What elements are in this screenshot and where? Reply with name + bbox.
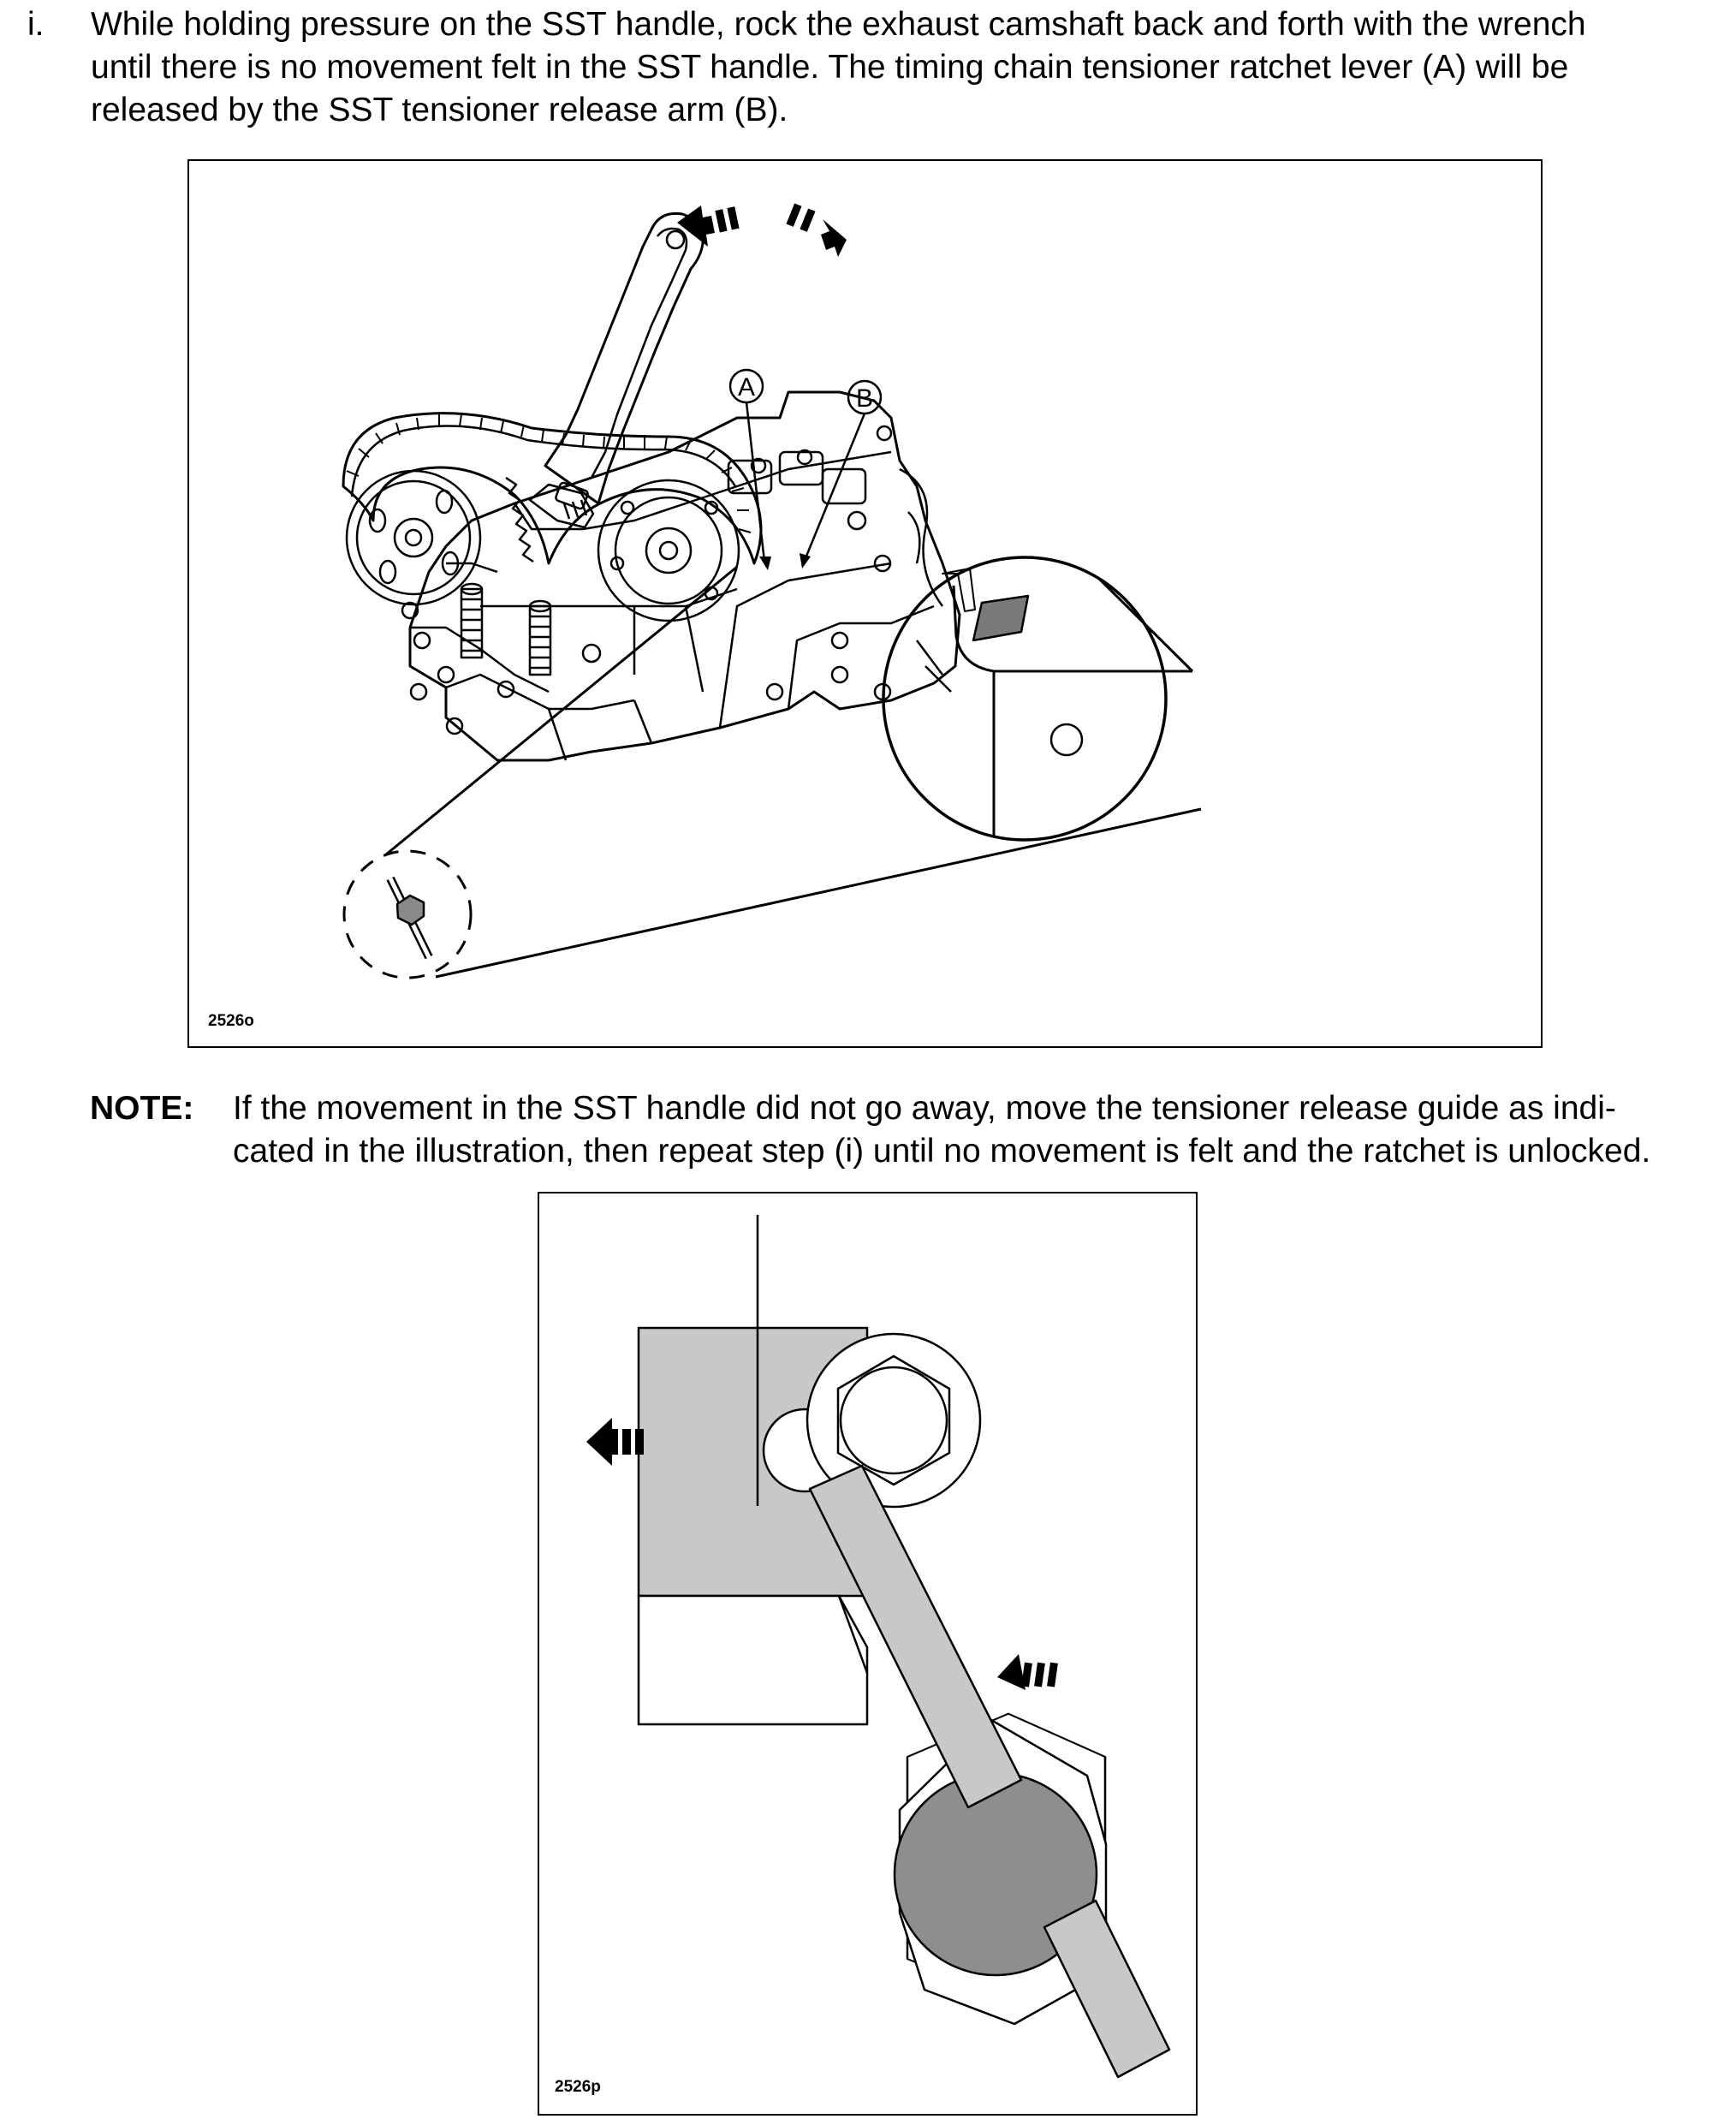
callout-b-circle bbox=[847, 379, 883, 415]
callout-a-circle bbox=[728, 368, 764, 404]
stud-left bbox=[460, 582, 484, 659]
note-text: If the movement in the SST handle did no… bbox=[233, 1087, 1736, 1173]
illustration-engine-wrench: A B bbox=[342, 203, 1202, 979]
move-left-arrow-icon bbox=[586, 1418, 644, 1466]
callout-a-label: A bbox=[738, 373, 755, 402]
callout-b-label: B bbox=[856, 384, 873, 413]
move-guide-arrow-icon bbox=[997, 1654, 1058, 1690]
figure-id: 2526p bbox=[555, 2078, 601, 2096]
note-line-1: If the movement in the SST handle did no… bbox=[233, 1090, 1616, 1127]
step-text: While holding pressure on the SST handle… bbox=[91, 3, 1726, 132]
figure-id: 2526o bbox=[208, 1012, 254, 1030]
figure-tensioner-release-guide: 2526p bbox=[538, 1192, 1198, 2116]
rock-left-arrow-icon bbox=[677, 205, 740, 247]
release-guide-bar bbox=[808, 1464, 1023, 1809]
illustration-release-guide bbox=[586, 1215, 1171, 2079]
note-line-2: cated in the illustration, then repeat s… bbox=[233, 1133, 1651, 1170]
note-label: NOTE: bbox=[90, 1090, 194, 1127]
step-line-1: While holding pressure on the SST handle… bbox=[91, 6, 1586, 43]
stud-right bbox=[528, 599, 552, 676]
detail-circle bbox=[342, 849, 473, 979]
step-line-2: until there is no movement felt in the S… bbox=[91, 49, 1569, 86]
rock-right-arrow-icon bbox=[786, 203, 847, 257]
step-marker: i. bbox=[27, 6, 45, 43]
release-arm-b bbox=[972, 594, 1030, 642]
step-line-3: released by the SST tensioner release ar… bbox=[91, 92, 788, 128]
figure-wrench-cylinder-head: A B 2526o bbox=[187, 159, 1543, 1048]
magnified-detail bbox=[882, 556, 1168, 842]
